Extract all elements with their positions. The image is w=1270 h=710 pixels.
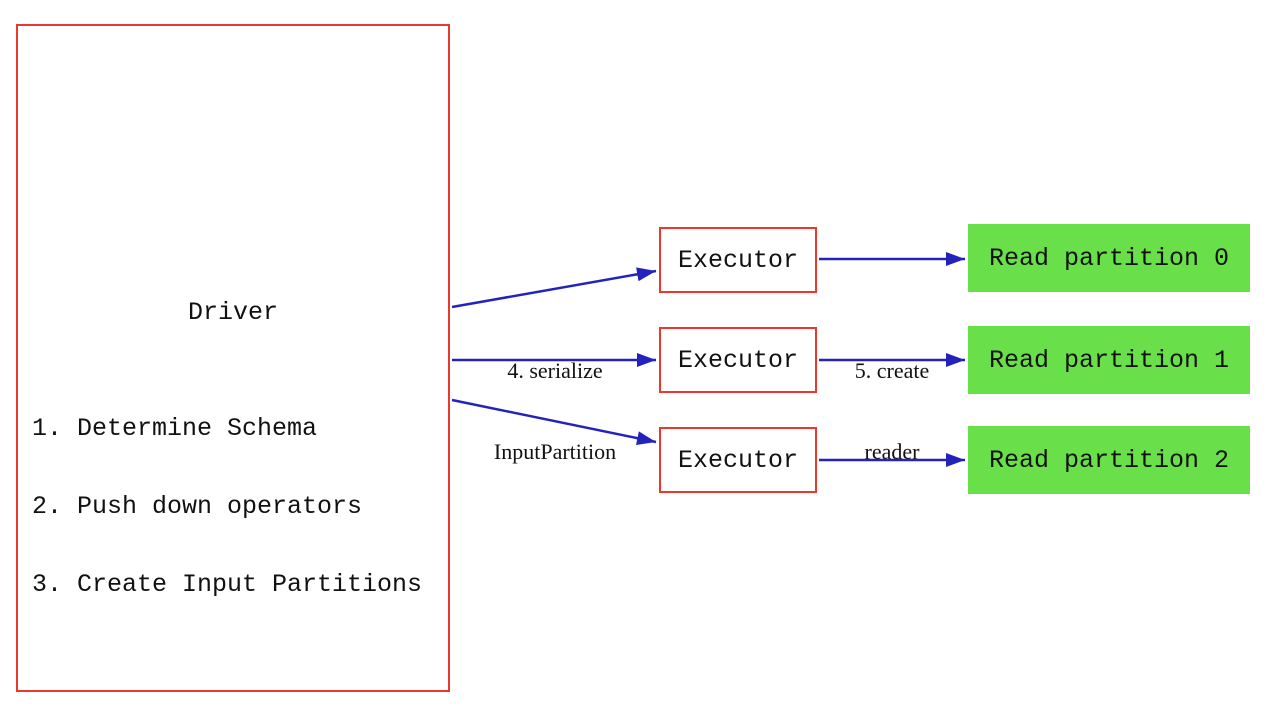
executor-box-3: Executor: [659, 427, 817, 493]
edge-label-create-reader-line1: 5. create: [854, 358, 930, 383]
edge-label-serialize-inputpartition: 4. serialize InputPartition: [455, 303, 655, 519]
edge-label-create-reader-line2: reader: [864, 439, 920, 464]
executor-box-1: Executor: [659, 227, 817, 293]
executor-label-3: Executor: [677, 445, 799, 475]
arrow-driver-to-executor-1: [451, 267, 657, 309]
read-partition-box-2: Read partition 2: [968, 426, 1250, 494]
read-partition-label-2: Read partition 2: [988, 445, 1230, 475]
read-partition-box-1: Read partition 1: [968, 326, 1250, 394]
driver-title: Driver: [187, 298, 278, 327]
driver-step-1: 1. Determine Schema: [32, 414, 318, 443]
driver-box: Driver 1. Determine Schema 2. Push down …: [16, 24, 450, 692]
driver-steps: 1. Determine Schema 2. Push down operato…: [32, 364, 422, 650]
read-partition-box-0: Read partition 0: [968, 224, 1250, 292]
executor-label-1: Executor: [677, 245, 799, 275]
executor-box-2: Executor: [659, 327, 817, 393]
edge-label-serialize-line2: InputPartition: [493, 439, 617, 464]
read-partition-label-0: Read partition 0: [988, 243, 1230, 273]
driver-step-2: 2. Push down operators: [32, 492, 363, 521]
edge-label-serialize-line1: 4. serialize: [507, 358, 603, 383]
edge-label-create-reader: 5. create reader: [822, 303, 962, 519]
read-partition-label-1: Read partition 1: [988, 345, 1230, 375]
driver-step-3: 3. Create Input Partitions: [32, 570, 423, 599]
executor-label-2: Executor: [677, 345, 799, 375]
